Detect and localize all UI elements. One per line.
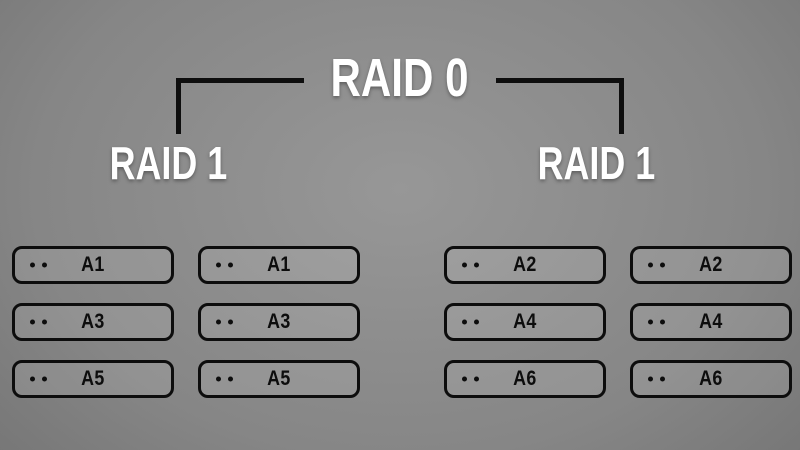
drive-label: A6 bbox=[513, 367, 537, 390]
drive-label: A3 bbox=[81, 310, 105, 333]
drive-dots-icon bbox=[30, 376, 47, 382]
dot-icon bbox=[42, 262, 47, 268]
diagram-title: RAID 0 bbox=[0, 50, 800, 106]
drive-dots-icon bbox=[462, 319, 479, 325]
dot-icon bbox=[648, 376, 653, 382]
raid1-right-label: RAID 1 bbox=[537, 137, 655, 189]
drive-a4-right-mirror2: A4 bbox=[630, 303, 792, 341]
dot-icon bbox=[216, 262, 221, 268]
drive-a3-left-mirror1: A3 bbox=[12, 303, 174, 341]
drive-a5-left-mirror1: A5 bbox=[12, 360, 174, 398]
drive-dots-icon bbox=[648, 262, 665, 268]
drive-dots-icon bbox=[30, 262, 47, 268]
drive-label: A2 bbox=[699, 253, 723, 276]
drive-label: A1 bbox=[267, 253, 291, 276]
dot-icon bbox=[660, 376, 665, 382]
bracket-right-vertical-line bbox=[619, 78, 624, 134]
drive-dots-icon bbox=[648, 319, 665, 325]
drive-a6-right-mirror2: A6 bbox=[630, 360, 792, 398]
drive-a3-left-mirror2: A3 bbox=[198, 303, 360, 341]
drive-a2-right-mirror1: A2 bbox=[444, 246, 606, 284]
raid1-right-drive-grid: A2 A2 A4 A4 A6 A6 bbox=[444, 246, 792, 398]
dot-icon bbox=[462, 262, 467, 268]
drive-dots-icon bbox=[30, 319, 47, 325]
bracket-right-horizontal-line bbox=[496, 78, 624, 83]
dot-icon bbox=[228, 262, 233, 268]
drive-label: A4 bbox=[699, 310, 723, 333]
drive-label: A3 bbox=[267, 310, 291, 333]
drive-dots-icon bbox=[216, 376, 233, 382]
drive-dots-icon bbox=[648, 376, 665, 382]
drive-label: A5 bbox=[267, 367, 291, 390]
raid1-left-label: RAID 1 bbox=[109, 137, 227, 189]
dot-icon bbox=[30, 262, 35, 268]
drive-label: A4 bbox=[513, 310, 537, 333]
dot-icon bbox=[462, 376, 467, 382]
dot-icon bbox=[474, 376, 479, 382]
dot-icon bbox=[648, 262, 653, 268]
drive-dots-icon bbox=[216, 262, 233, 268]
drive-label: A2 bbox=[513, 253, 537, 276]
dot-icon bbox=[42, 319, 47, 325]
dot-icon bbox=[42, 376, 47, 382]
drive-a2-right-mirror2: A2 bbox=[630, 246, 792, 284]
drive-a4-right-mirror1: A4 bbox=[444, 303, 606, 341]
drive-label: A5 bbox=[81, 367, 105, 390]
dot-icon bbox=[660, 262, 665, 268]
dot-icon bbox=[474, 319, 479, 325]
dot-icon bbox=[30, 319, 35, 325]
drive-a6-right-mirror1: A6 bbox=[444, 360, 606, 398]
dot-icon bbox=[30, 376, 35, 382]
drive-a1-left-mirror2: A1 bbox=[198, 246, 360, 284]
drive-label: A6 bbox=[699, 367, 723, 390]
drive-dots-icon bbox=[462, 262, 479, 268]
drive-dots-icon bbox=[462, 376, 479, 382]
drive-dots-icon bbox=[216, 319, 233, 325]
dot-icon bbox=[474, 262, 479, 268]
dot-icon bbox=[648, 319, 653, 325]
dot-icon bbox=[216, 319, 221, 325]
drive-a1-left-mirror1: A1 bbox=[12, 246, 174, 284]
drive-a5-left-mirror2: A5 bbox=[198, 360, 360, 398]
diagram-title-text: RAID 0 bbox=[330, 48, 470, 108]
dot-icon bbox=[216, 376, 221, 382]
drive-label: A1 bbox=[81, 253, 105, 276]
raid1-left-drive-grid: A1 A1 A3 A3 A5 A5 bbox=[12, 246, 360, 398]
dot-icon bbox=[228, 376, 233, 382]
bracket-left-vertical-line bbox=[176, 78, 181, 134]
dot-icon bbox=[228, 319, 233, 325]
dot-icon bbox=[660, 319, 665, 325]
dot-icon bbox=[462, 319, 467, 325]
bracket-left-horizontal-line bbox=[176, 78, 304, 83]
